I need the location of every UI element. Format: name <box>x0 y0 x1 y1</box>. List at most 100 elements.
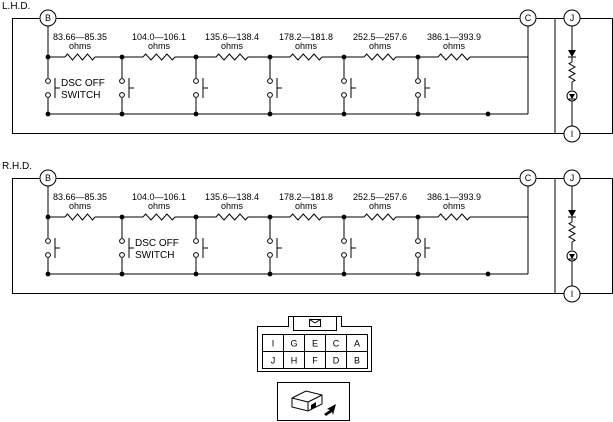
junction-dot <box>119 111 125 117</box>
switch-contact <box>415 238 421 244</box>
switch-label-line1: DSC OFF <box>135 238 179 249</box>
terminal-j-label: J <box>570 173 575 183</box>
switch-contact <box>415 252 421 258</box>
switch-contact <box>267 78 273 84</box>
terminal-b-label: B <box>45 13 51 23</box>
terminal-i-label: I <box>571 289 574 299</box>
resistor-unit: ohms <box>443 41 466 51</box>
section-lhd: L.H.D.B83.66—85.35ohms104.0—106.1ohms135… <box>2 1 613 143</box>
resistor-unit: ohms <box>369 201 392 211</box>
resistor-value: 104.0—106.1 <box>132 192 186 202</box>
connector-pin-label: B <box>354 356 360 366</box>
switch-contact <box>193 78 199 84</box>
resistor-vertical <box>567 61 577 83</box>
terminal-i-circle <box>563 125 581 143</box>
switch-contact <box>45 252 51 258</box>
terminal-j-label: J <box>570 13 575 23</box>
resistor-unit: ohms <box>221 201 244 211</box>
junction-dot <box>415 271 421 277</box>
resistor <box>289 213 323 221</box>
resistor <box>289 53 323 61</box>
junction-dot <box>119 271 125 277</box>
lock-icon-line <box>314 319 321 324</box>
junction-dot <box>341 111 347 117</box>
terminal-c-circle <box>519 9 537 27</box>
junction-dot <box>341 271 347 277</box>
terminal-i-label: I <box>571 129 574 139</box>
resistor-unit: ohms <box>443 201 466 211</box>
junction-dot <box>485 111 491 117</box>
junction-dot <box>45 271 51 277</box>
junction-dot <box>267 271 273 277</box>
resistor-value: 135.6—138.4 <box>205 32 259 42</box>
resistor <box>437 53 471 61</box>
section-title: R.H.D. <box>2 161 32 172</box>
switch-contact <box>341 238 347 244</box>
resistor-unit: ohms <box>295 41 318 51</box>
resistor-unit: ohms <box>148 201 171 211</box>
terminal-b-label: B <box>45 173 51 183</box>
resistor <box>142 213 176 221</box>
resistor-unit: ohms <box>369 41 392 51</box>
switch-contact <box>341 252 347 258</box>
junction-dot <box>267 111 273 117</box>
switch-contact <box>415 78 421 84</box>
resistor-value: 178.2—181.8 <box>279 32 333 42</box>
terminal-b-circle <box>39 169 57 187</box>
connector-pin-label: H <box>291 356 298 366</box>
lock-icon-line <box>309 319 316 324</box>
connector-pin-label: F <box>312 356 318 366</box>
junction-dot <box>45 111 51 117</box>
switch-contact <box>341 92 347 98</box>
diode-icon <box>568 50 576 57</box>
connector-block-edge <box>291 397 309 403</box>
resistor-value: 386.1—393.9 <box>427 32 481 42</box>
switch-contact <box>45 78 51 84</box>
switch-contact <box>267 92 273 98</box>
connector-pin-label: A <box>354 339 360 349</box>
led-triangle <box>569 254 575 259</box>
resistor-value: 83.66—85.35 <box>53 32 107 42</box>
resistor-vertical <box>567 221 577 243</box>
resistor <box>64 53 96 61</box>
resistor-unit: ohms <box>69 201 92 211</box>
switch-contact <box>193 238 199 244</box>
switch-contact <box>415 92 421 98</box>
resistor-unit: ohms <box>148 41 171 51</box>
connector-slot-icon <box>311 402 316 410</box>
switch-contact <box>119 238 125 244</box>
resistor-value: 252.5—257.6 <box>353 32 407 42</box>
connector-block-edge <box>307 394 323 403</box>
connector-pin-label: C <box>333 339 340 349</box>
switch-contact <box>45 238 51 244</box>
resistor-value: 252.5—257.6 <box>353 192 407 202</box>
terminal-c-label: C <box>525 13 532 23</box>
arrow-icon <box>324 404 336 416</box>
resistor-value: 386.1—393.9 <box>427 192 481 202</box>
switch-contact <box>193 252 199 258</box>
resistor <box>64 213 96 221</box>
terminal-c-circle <box>519 169 537 187</box>
connector-view-icon <box>277 382 350 421</box>
terminal-i-circle <box>563 285 581 303</box>
connector-pin-label: E <box>312 339 318 349</box>
switch-contact <box>193 92 199 98</box>
resistor-value: 104.0—106.1 <box>132 32 186 42</box>
resistor-unit: ohms <box>295 201 318 211</box>
resistor-value: 178.2—181.8 <box>279 192 333 202</box>
resistor <box>437 213 471 221</box>
junction-dot <box>415 111 421 117</box>
resistor-value: 83.66—85.35 <box>53 192 107 202</box>
resistor-unit: ohms <box>69 41 92 51</box>
switch-contact <box>267 238 273 244</box>
switch-contact <box>119 78 125 84</box>
resistor <box>363 53 397 61</box>
junction-dot <box>193 271 199 277</box>
terminal-c-label: C <box>525 173 532 183</box>
resistor <box>215 213 249 221</box>
connector-pin-label: I <box>272 339 275 349</box>
resistor <box>363 213 397 221</box>
switch-contact <box>341 78 347 84</box>
